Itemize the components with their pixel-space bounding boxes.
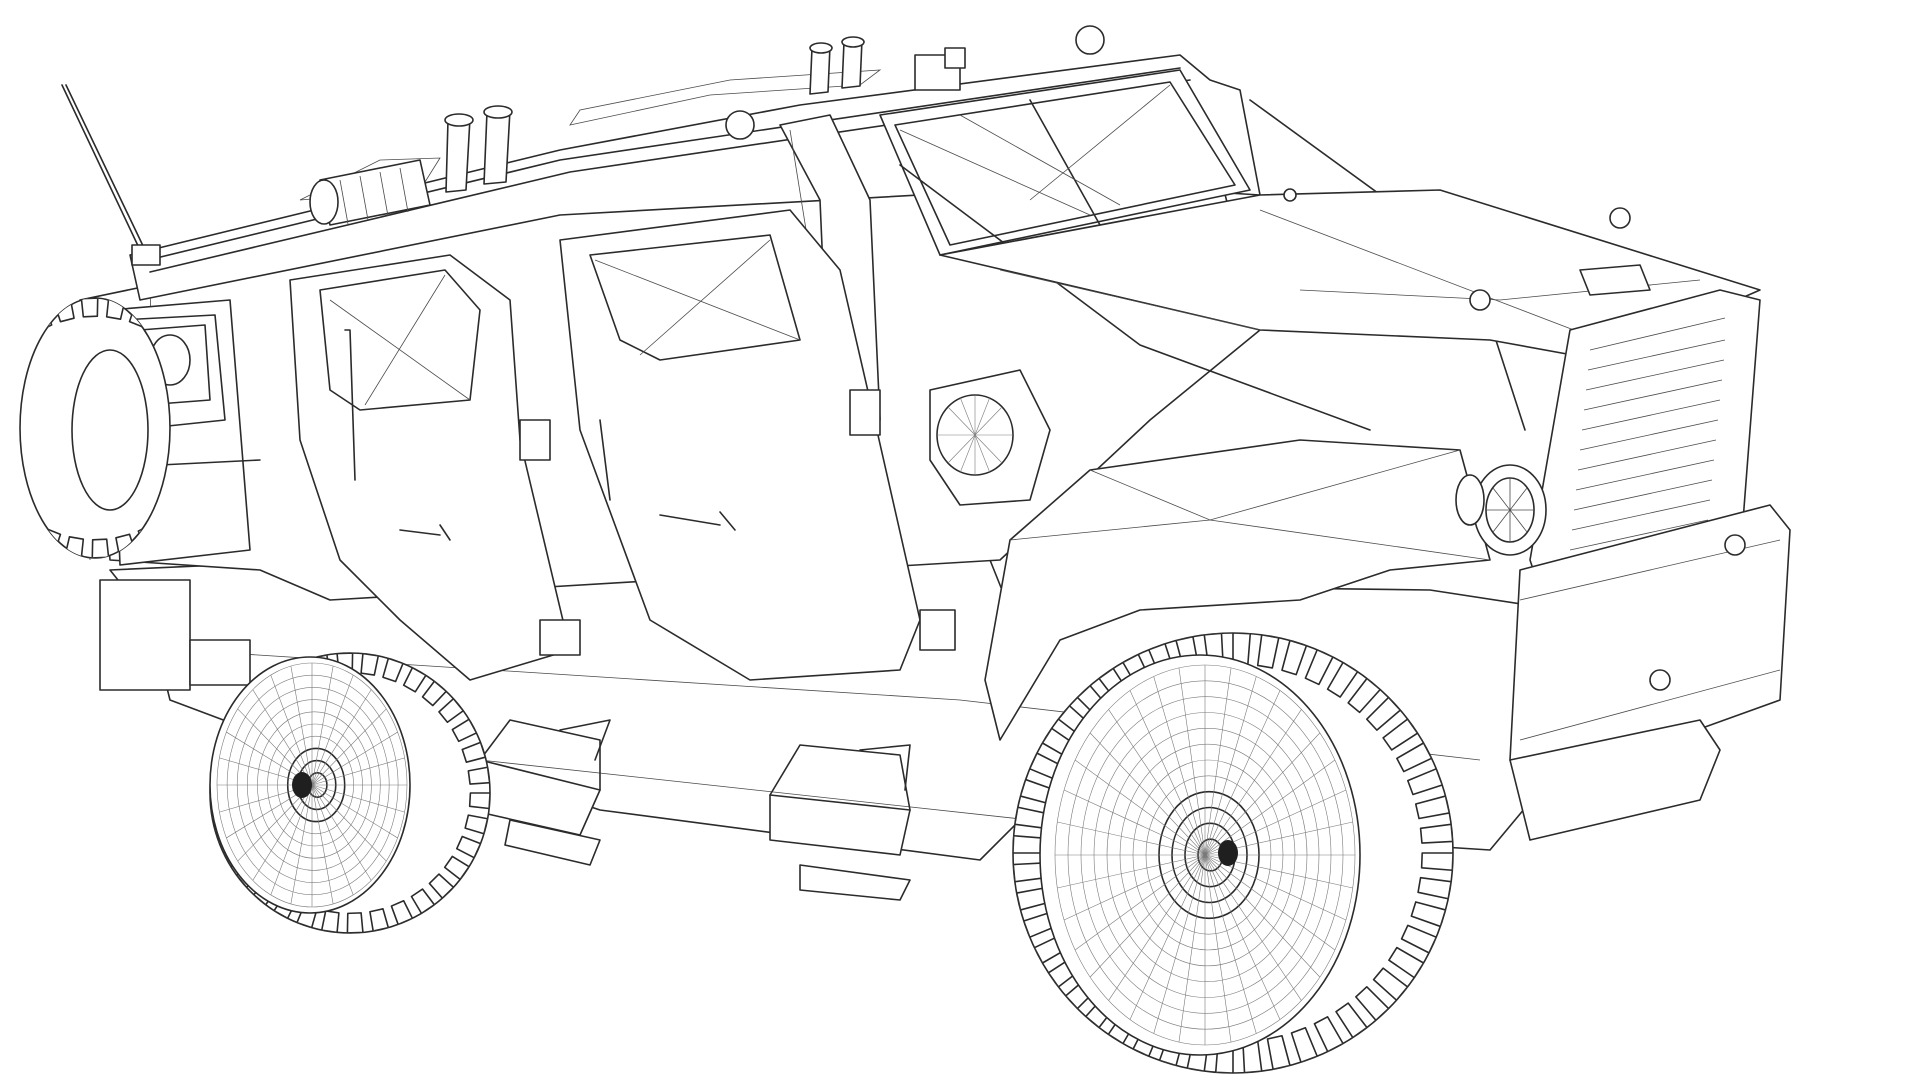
exhaust-stack <box>444 36 865 193</box>
front-fender <box>984 439 1491 741</box>
headlight <box>1455 464 1547 556</box>
front-door <box>559 209 956 681</box>
running-board-step <box>469 719 611 866</box>
running-board-step <box>769 744 911 901</box>
round-vent <box>929 369 1051 506</box>
roof-canister <box>309 159 431 226</box>
hood <box>939 189 1761 361</box>
antenna <box>61 84 161 266</box>
front-bumper <box>1509 504 1791 841</box>
rear-wheel <box>209 652 491 934</box>
rear-door <box>289 254 581 681</box>
lifting-ring <box>725 25 1631 311</box>
windshield <box>879 69 1251 256</box>
front-wheel <box>1012 632 1454 1074</box>
